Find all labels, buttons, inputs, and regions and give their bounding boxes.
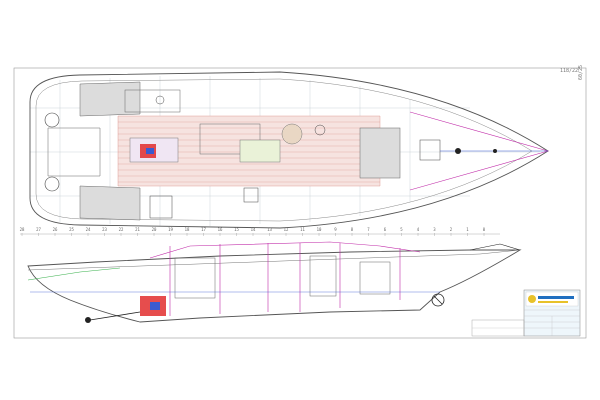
logo-icon (528, 295, 536, 303)
station-number: 18 (185, 227, 190, 232)
profile-view (27, 241, 522, 323)
station-number: 9 (334, 227, 337, 232)
station-number: 7 (367, 227, 370, 232)
windlass-icon (431, 293, 445, 307)
station-number: 19 (168, 227, 173, 232)
saloon-settee-profile (174, 257, 216, 299)
anchor-roller (493, 149, 497, 153)
station-number: 26 (53, 227, 58, 232)
station-number: 4 (417, 227, 420, 232)
engine-icon (89, 296, 166, 321)
heads-profile (359, 261, 391, 295)
station-number: 0 (483, 227, 486, 232)
station-number: 1 (466, 227, 469, 232)
station-number: 14 (251, 227, 256, 232)
windlass-icon (455, 148, 461, 154)
interior-bulkheads (169, 243, 401, 316)
toilet-icon (155, 95, 165, 105)
bow-pulpit (469, 243, 521, 251)
stove-icon (243, 187, 259, 203)
propeller-icon (85, 317, 91, 323)
cockpit-table (47, 127, 101, 177)
station-number: 28 (20, 227, 25, 232)
cockpit-seat-port (79, 81, 141, 117)
green-line-profile (27, 267, 121, 281)
station-number: 6 (384, 227, 387, 232)
title-block (471, 289, 581, 337)
station-number: 25 (69, 227, 74, 232)
station-number: 23 (102, 227, 107, 232)
station-number: 3 (433, 227, 436, 232)
station-number: 10 (317, 227, 322, 232)
steering-wheel-icon (44, 176, 60, 192)
station-number: 21 (135, 227, 140, 232)
coachroof-profile (149, 241, 421, 259)
steering-wheel-icon (44, 112, 60, 128)
nav-station (149, 195, 173, 219)
cockpit-seat-starboard (79, 185, 141, 221)
forward-cabin-berth (359, 127, 401, 179)
station-number: 20 (152, 227, 157, 232)
station-number: 13 (267, 227, 272, 232)
station-number: 27 (36, 227, 41, 232)
saloon-table (199, 123, 261, 155)
station-number: 11 (300, 227, 305, 232)
station-number: 22 (119, 227, 124, 232)
station-number: 15 (234, 227, 239, 232)
station-number: 2 (450, 227, 453, 232)
station-number: 5 (400, 227, 403, 232)
chain-locker (419, 139, 441, 161)
toilet-icon (314, 124, 326, 136)
hull-outline-profile (27, 249, 522, 323)
deck-line-profile (27, 249, 521, 271)
station-number: 24 (86, 227, 91, 232)
sheet-reference-label: 118/22 (560, 68, 579, 74)
station-number: 17 (201, 227, 206, 232)
station-number: 16 (218, 227, 223, 232)
aft-cabin-berth (124, 89, 181, 113)
plan-view (29, 71, 550, 229)
galley-counter (239, 139, 281, 163)
station-number: 12 (284, 227, 289, 232)
galley-profile (309, 255, 337, 297)
head-round-seat (281, 123, 303, 145)
sheet-border (13, 67, 587, 339)
sheet-reference-label-side: 60/25 (578, 64, 584, 80)
station-number: 8 (351, 227, 354, 232)
engine-icon (140, 144, 156, 158)
